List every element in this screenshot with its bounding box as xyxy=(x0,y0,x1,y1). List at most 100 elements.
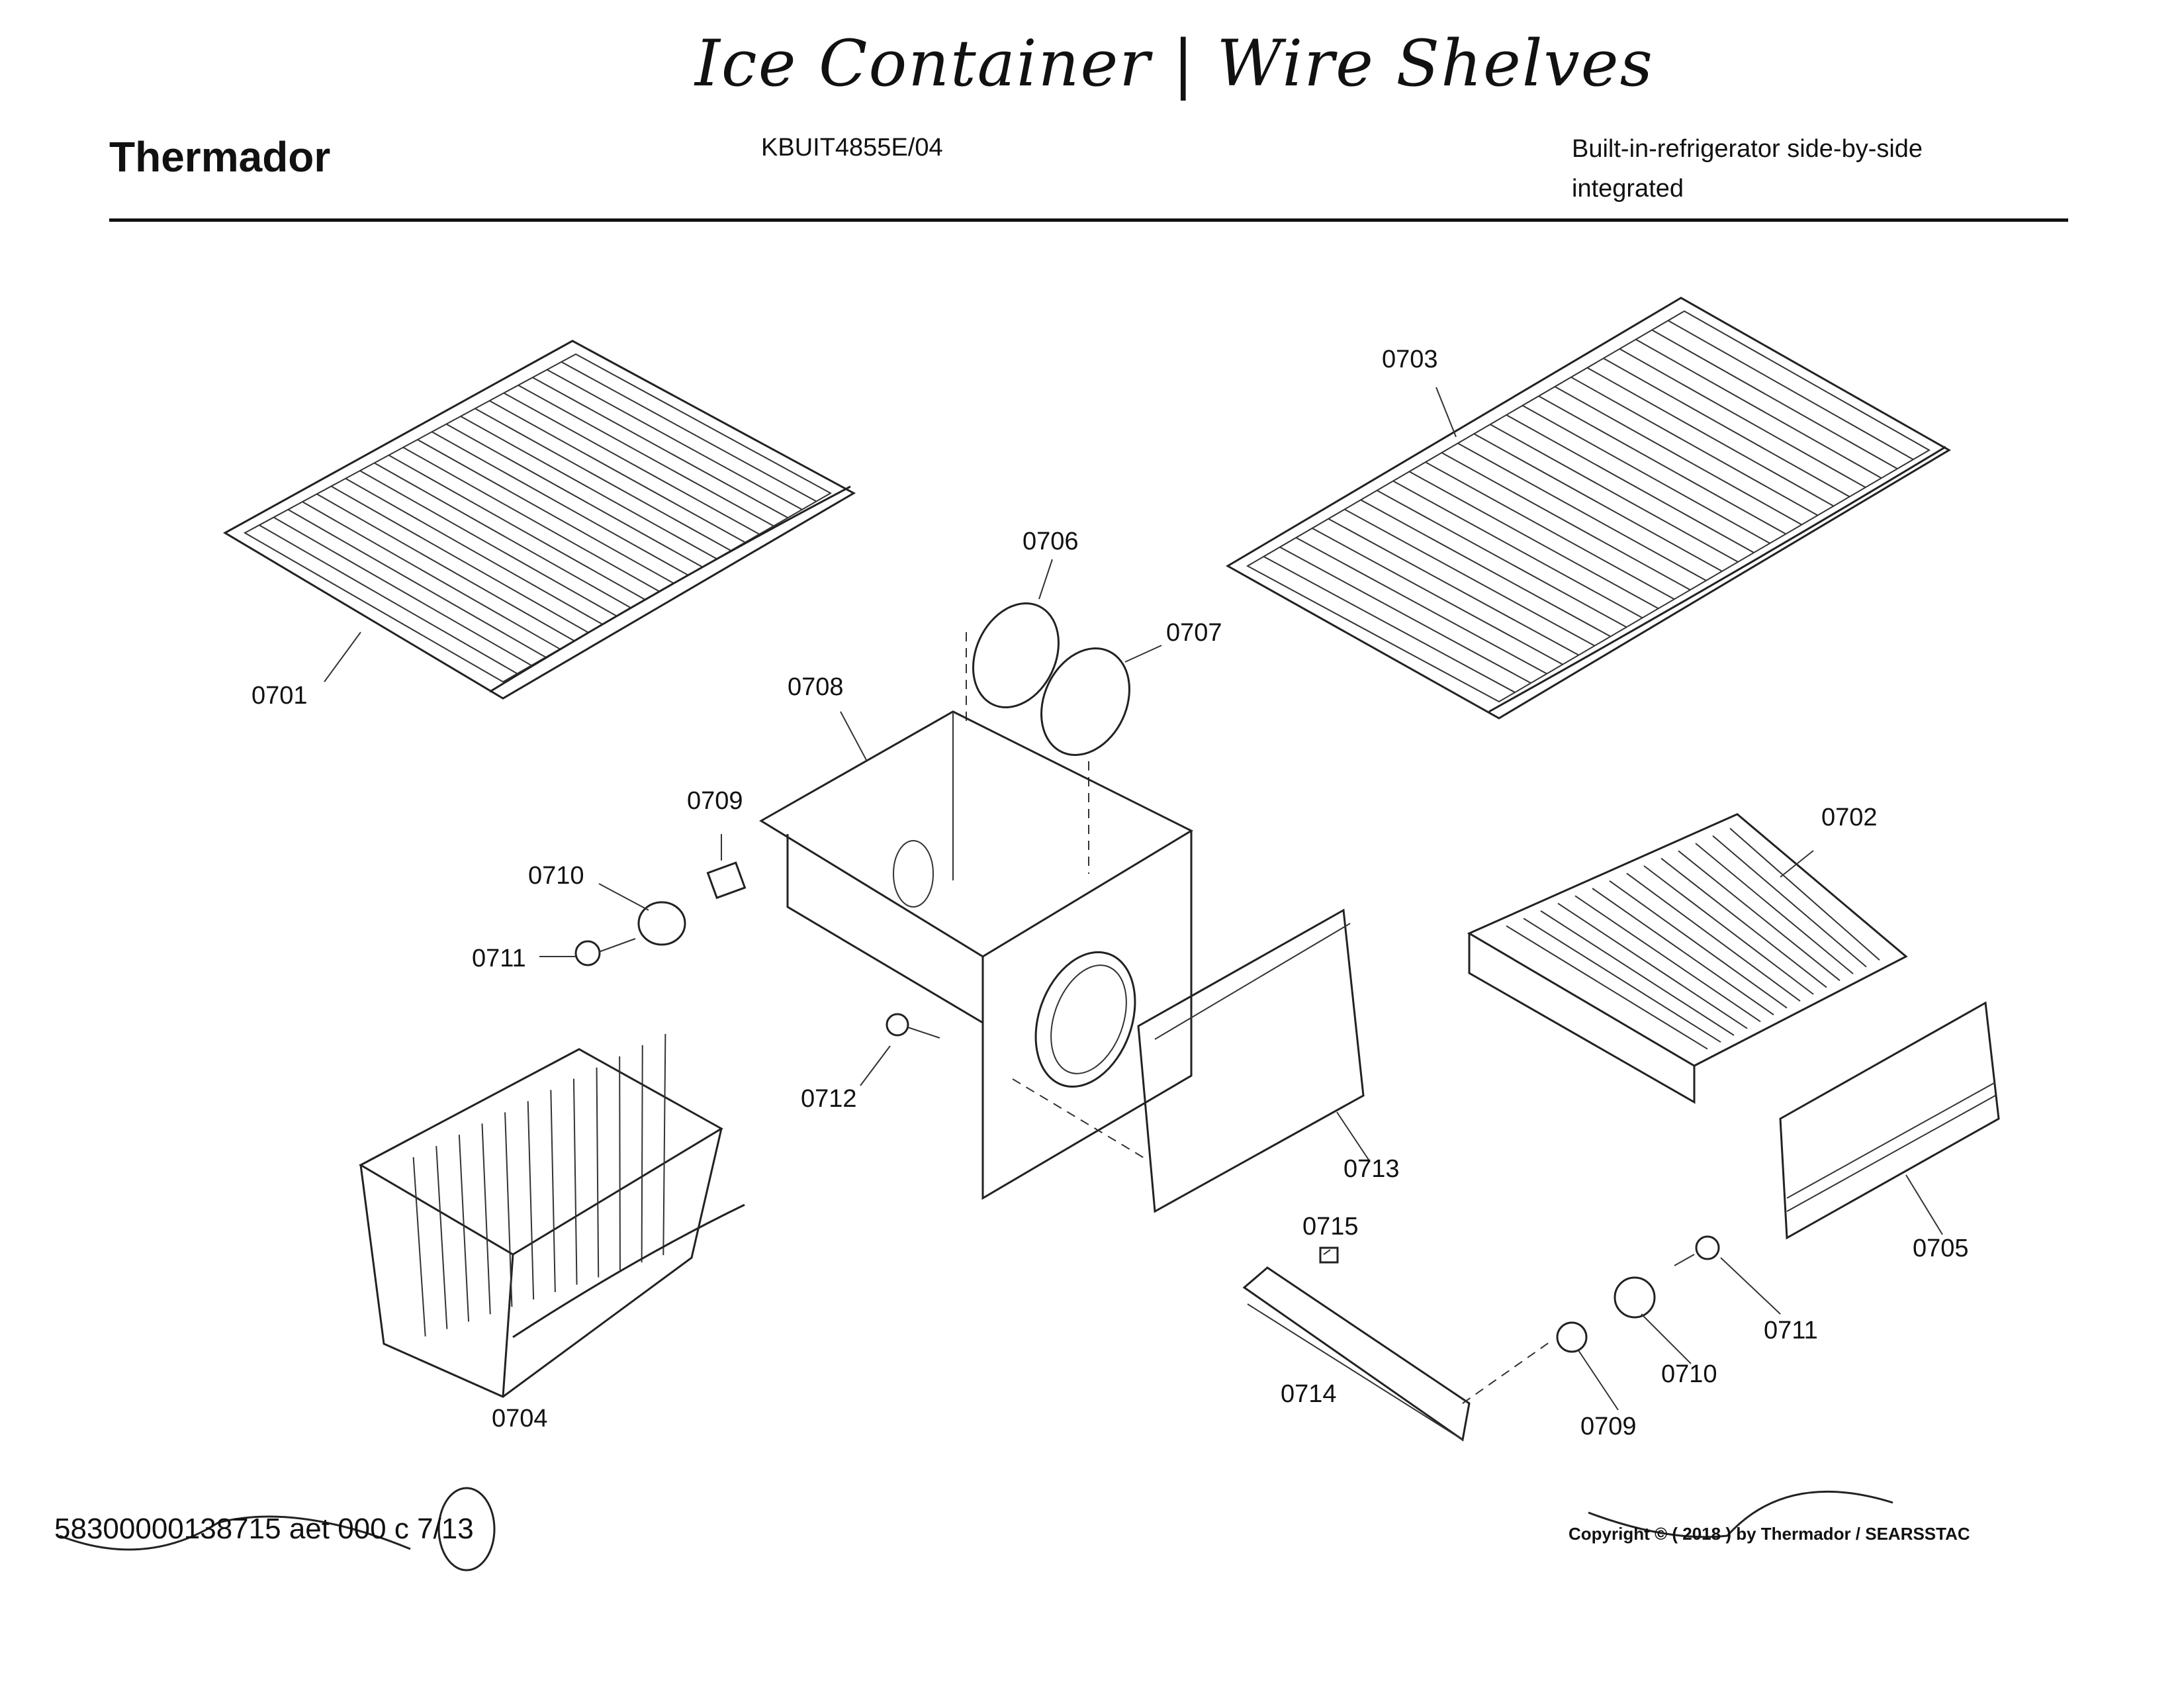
clip-0715 xyxy=(1319,1246,1339,1264)
wire-line xyxy=(287,508,547,658)
header-divider xyxy=(109,218,2068,222)
wire-line xyxy=(273,516,532,667)
wire-basket xyxy=(358,1033,745,1398)
wire-line xyxy=(1570,376,1818,516)
wire-line xyxy=(1729,827,1880,961)
copyright-notice: Copyright © ( 2018 ) by Thermador / SEAR… xyxy=(1569,1524,1970,1544)
wire-line xyxy=(1408,471,1659,610)
round-cover-0707 xyxy=(1040,647,1130,757)
wire-line xyxy=(641,1045,643,1263)
wire-line xyxy=(1295,537,1547,675)
part-label-0711-right: 0711 xyxy=(1764,1317,1818,1344)
part-label-0710-right: 0710 xyxy=(1661,1360,1717,1388)
document-number: 58300000138715 aet 000 c 7/13 xyxy=(54,1513,474,1545)
part-label-0715: 0715 xyxy=(1302,1213,1359,1241)
part-label-0710-left: 0710 xyxy=(528,862,584,890)
wire-line xyxy=(572,1078,578,1285)
wire-line xyxy=(1344,508,1595,647)
wire-line xyxy=(1554,386,1802,526)
wire-line xyxy=(504,1112,513,1307)
wire-line xyxy=(1586,367,1835,507)
wire-line xyxy=(259,524,518,675)
part-label-0712: 0712 xyxy=(801,1085,857,1113)
part-label-0711-left: 0711 xyxy=(472,945,526,972)
wire-line xyxy=(547,369,803,510)
wire-line xyxy=(1651,329,1898,470)
wire-line xyxy=(1441,452,1691,590)
part-label-0713: 0713 xyxy=(1343,1155,1400,1183)
round-cover-0706 xyxy=(972,602,1060,709)
part-label-0702: 0702 xyxy=(1821,804,1878,831)
brand-name: Thermador xyxy=(109,133,331,181)
wire-line xyxy=(481,1123,491,1315)
scribble-left xyxy=(59,1515,411,1551)
wire-line xyxy=(445,423,703,568)
wire-line xyxy=(1392,480,1643,619)
wire-line xyxy=(412,1157,426,1336)
part-label-0705: 0705 xyxy=(1913,1235,1969,1262)
wire-line xyxy=(359,470,617,617)
wire-line xyxy=(1506,414,1754,553)
wire-line xyxy=(458,1135,470,1322)
part-label-0709-right: 0709 xyxy=(1580,1413,1637,1440)
wire-line xyxy=(388,454,646,600)
wire-line xyxy=(1574,895,1761,1023)
wire-line xyxy=(1425,461,1675,600)
wire-line xyxy=(550,1090,556,1292)
wire-line xyxy=(432,431,689,576)
part-label-0701: 0701 xyxy=(251,682,308,710)
wire-line xyxy=(1619,348,1866,489)
wire-shelf-right xyxy=(1225,297,1951,720)
wire-line xyxy=(1490,424,1739,563)
slide-rail xyxy=(1242,1266,1553,1442)
scribble-circle xyxy=(437,1487,496,1571)
hardware-right xyxy=(1556,1235,1720,1353)
wire-line xyxy=(460,416,717,560)
wire-line xyxy=(345,477,604,626)
wire-line xyxy=(1712,835,1867,968)
product-description-line2: integrated xyxy=(1572,175,1684,203)
ice-container-housing xyxy=(759,710,1194,1200)
part-label-0708: 0708 xyxy=(788,673,844,701)
scribble-right xyxy=(1588,1490,1893,1538)
wire-line xyxy=(1643,865,1814,995)
wire-line xyxy=(1626,872,1801,1002)
wire-line xyxy=(489,400,746,543)
wire-line xyxy=(330,485,589,633)
wire-line xyxy=(596,1067,600,1278)
wire-line xyxy=(518,385,774,527)
part-label-0704: 0704 xyxy=(492,1405,548,1432)
handwritten-title: Ice Container | Wire Shelves xyxy=(695,26,1654,101)
wire-line xyxy=(1279,546,1531,684)
wire-line xyxy=(561,361,817,502)
wire-line xyxy=(527,1101,535,1300)
wire-line xyxy=(1506,925,1708,1050)
part-label-0703: 0703 xyxy=(1382,346,1438,373)
wire-line xyxy=(532,377,788,519)
wire-line xyxy=(316,493,575,641)
wire-line xyxy=(1538,395,1786,535)
wire-line xyxy=(1523,917,1721,1043)
wire-line xyxy=(1661,857,1827,988)
wire-line xyxy=(619,1056,621,1270)
wire-line xyxy=(1377,490,1627,628)
wire-line xyxy=(1328,518,1579,656)
product-description-line1: Built-in-refrigerator side-by-side xyxy=(1572,135,1923,163)
wire-line xyxy=(1263,555,1516,693)
hardware-left xyxy=(574,861,940,1039)
part-label-0707: 0707 xyxy=(1166,619,1222,647)
wire-line xyxy=(1360,499,1611,637)
wire-line xyxy=(1609,880,1788,1009)
model-number: KBUIT4855E/04 xyxy=(761,134,943,162)
drawer-front-0705 xyxy=(1779,1001,2000,1240)
part-label-0706: 0706 xyxy=(1023,528,1079,555)
wire-line xyxy=(1473,433,1723,572)
wire-line xyxy=(1457,442,1707,581)
wire-line xyxy=(1592,888,1774,1015)
wire-line xyxy=(662,1033,666,1256)
wire-line xyxy=(1603,357,1850,498)
leader-lines xyxy=(324,387,1943,1411)
wire-line xyxy=(402,446,660,592)
wire-line xyxy=(302,501,561,650)
